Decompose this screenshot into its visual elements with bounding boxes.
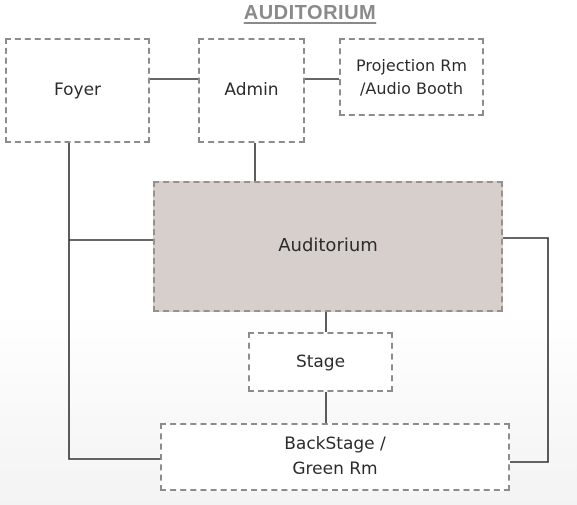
connector-foyer-backstage [68,143,161,460]
room-backstage: BackStage / Green Rm [160,423,510,491]
room-label-backstage: BackStage / Green Rm [284,434,386,479]
room-label-admin: Admin [224,80,279,101]
room-label-stage: Stage [295,351,346,372]
diagram-title: AUDITORIUM [243,2,377,24]
room-stage: Stage [248,332,393,392]
room-projection: Projection Rm /Audio Booth [339,38,484,116]
room-foyer: Foyer [5,38,150,143]
connector-auditorium-backstage [503,237,549,463]
room-label-foyer: Foyer [53,80,102,101]
room-label-projection: Projection Rm /Audio Booth [356,55,467,98]
room-admin: Admin [198,38,305,143]
room-auditorium: Auditorium [153,181,503,312]
room-label-auditorium: Auditorium [278,235,378,257]
